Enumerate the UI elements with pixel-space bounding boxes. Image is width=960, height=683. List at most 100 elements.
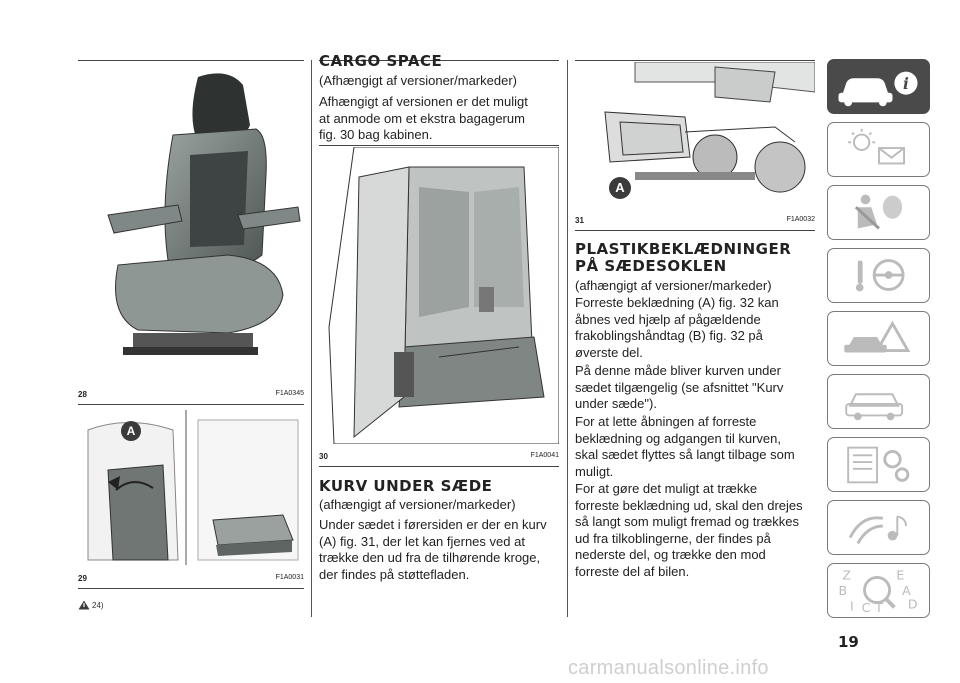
tab-car-info[interactable]: i xyxy=(827,59,930,114)
kurv-subtitle: (afhængigt af versioner/markeder) xyxy=(319,497,516,512)
plastik-heading: PLASTIKBEKLÆDNINGER PÅ SÆDESOKLEN xyxy=(575,241,791,275)
top-rule-col2 xyxy=(319,60,559,61)
text-line: forreste del af bilen. xyxy=(575,563,690,579)
text-line: muligt. xyxy=(575,463,614,479)
plastik-subtitle: (afhængigt af versioner/markeder) xyxy=(575,278,772,293)
text-line: så langt som muligt fremad og trækkes xyxy=(575,514,799,530)
heading-line: PÅ SÆDESOKLEN xyxy=(575,257,727,275)
text-line: ud fra tilkoblingerne, der findes på xyxy=(575,530,771,546)
text-line: beklædning og adgangen til kurven, xyxy=(575,430,781,446)
warning-ref-text: 24) xyxy=(92,601,104,610)
car-maintenance-icon xyxy=(845,393,904,421)
technical-data-icon xyxy=(847,446,910,484)
index-letter: I xyxy=(850,598,854,613)
figure-31-seat-base: A xyxy=(575,62,815,210)
figure-31-caption: 31 F1A0032 xyxy=(575,216,815,226)
figure-code: F1A0031 xyxy=(275,574,304,581)
index-letter: A xyxy=(902,583,911,598)
figure-29-caption: 29 F1A0031 xyxy=(78,574,304,584)
text-line: fig. 30 bag kabinen. xyxy=(319,127,433,143)
text-line: (A) fig. 31, der let kan fjernes ved at xyxy=(319,533,525,549)
heading-line: PLASTIKBEKLÆDNINGER xyxy=(575,240,792,258)
figure-code: F1A0032 xyxy=(786,216,815,223)
figure-code: F1A0345 xyxy=(275,390,304,397)
index-letter: Z xyxy=(842,567,851,582)
tab-dashboard[interactable] xyxy=(827,122,930,177)
index-letter: T xyxy=(874,600,883,615)
figure-30-rule xyxy=(319,466,559,467)
cargo-heading: CARGO SPACE xyxy=(319,52,443,70)
svg-text:i: i xyxy=(903,75,909,93)
index-letter: D xyxy=(908,596,918,611)
callout-a-badge: A xyxy=(609,177,631,199)
index-letters-icon: Z E B A I C T D xyxy=(839,567,918,615)
figure-28-caption: 28 F1A0345 xyxy=(78,390,304,400)
text-line: frakoblingshåndtag (B) fig. 32 på xyxy=(575,328,763,344)
tab-driving[interactable] xyxy=(827,248,930,303)
text-line: sædet tilgængelig (se afsnittet "Kurv xyxy=(575,379,784,395)
tab-safety[interactable] xyxy=(827,185,930,240)
multimedia-icon xyxy=(848,515,907,545)
index-letter: E xyxy=(896,567,904,582)
callout-label: A xyxy=(126,424,136,438)
steering-key-icon xyxy=(855,259,905,292)
text-line: forreste beklædning ud, skal den drejes xyxy=(575,497,803,513)
kurv-heading: KURV UNDER SÆDE xyxy=(319,477,493,495)
warning-reference: 24) xyxy=(78,600,104,610)
text-line: at anmode om et ekstra bagagerum xyxy=(319,110,525,126)
top-rule-col3 xyxy=(575,60,815,61)
warning-triangle-icon xyxy=(78,600,90,610)
text-line: skal sædet flyttes så langt tilbage som xyxy=(575,447,795,463)
text-line: På denne måde bliver kurven under xyxy=(575,363,781,378)
watermark: carmanualsonline.info xyxy=(568,657,769,679)
figure-number: 29 xyxy=(78,574,87,583)
cargo-rule xyxy=(319,145,559,146)
plastik-paragraph-2: På denne måde bliver kurven under sædet … xyxy=(575,363,783,413)
figure-code: F1A0041 xyxy=(530,452,559,459)
column-divider-1 xyxy=(311,60,312,617)
cargo-body: Afhængigt af versionen er det muligt at … xyxy=(319,94,528,144)
figure-number: 31 xyxy=(575,216,584,225)
text-line: Forreste beklædning (A) fig. 32 kan xyxy=(575,295,779,310)
figure-30-caption: 30 F1A0041 xyxy=(319,452,559,462)
text-line: nederste del, og trække den mod xyxy=(575,547,766,563)
text-line: der findes på støttefladen. xyxy=(319,566,470,582)
tab-index[interactable]: Z E B A I C T D xyxy=(827,563,930,618)
text-line: åbnes ved hjælp af pågældende xyxy=(575,311,761,327)
tab-multimedia[interactable] xyxy=(827,500,930,555)
tab-technical[interactable] xyxy=(827,437,930,492)
figure-29-rule xyxy=(78,588,304,589)
figure-30-cargo-space xyxy=(319,147,559,444)
figure-31-rule xyxy=(575,230,815,231)
tab-emergency[interactable] xyxy=(827,311,930,366)
cargo-subtitle: (Afhængigt af versioner/markeder) xyxy=(319,73,517,88)
dashboard-warning-icon xyxy=(848,128,905,165)
top-rule-col1 xyxy=(78,60,304,61)
figure-28-rule xyxy=(78,404,304,405)
text-line: trække den ud fra de tilhørende kroge, xyxy=(319,550,541,566)
plastik-paragraph-1: Forreste beklædning (A) fig. 32 kan åbne… xyxy=(575,295,779,361)
plastik-paragraph-4: For at gøre det muligt at trække forrest… xyxy=(575,481,803,581)
callout-a-badge: A xyxy=(121,421,141,441)
index-letter: B xyxy=(839,583,848,598)
text-line: For at gøre det muligt at trække xyxy=(575,481,758,496)
tab-maintenance[interactable] xyxy=(827,374,930,429)
figure-number: 28 xyxy=(78,390,87,399)
callout-label: A xyxy=(615,180,625,195)
page-number: 19 xyxy=(838,633,859,651)
car-info-icon: i xyxy=(838,71,918,107)
text-line: under sæde"). xyxy=(575,396,657,412)
figure-29-basket: A xyxy=(78,410,304,565)
column-divider-2 xyxy=(567,60,568,617)
text-line: Afhængigt af versionen er det muligt xyxy=(319,94,528,109)
airbag-safety-icon xyxy=(854,194,903,230)
plastik-paragraph-3: For at lette åbningen af forreste beklæd… xyxy=(575,414,795,480)
text-line: øverste del. xyxy=(575,344,643,360)
text-line: For at lette åbningen af forreste xyxy=(575,414,757,429)
kurv-body: Under sædet i førersiden er der en kurv … xyxy=(319,517,547,583)
figure-28-seat xyxy=(78,65,304,365)
figure-number: 30 xyxy=(319,452,328,461)
index-letter: C xyxy=(862,600,871,615)
emergency-triangle-icon xyxy=(844,320,911,353)
text-line: Under sædet i førersiden er der en kurv xyxy=(319,517,547,532)
